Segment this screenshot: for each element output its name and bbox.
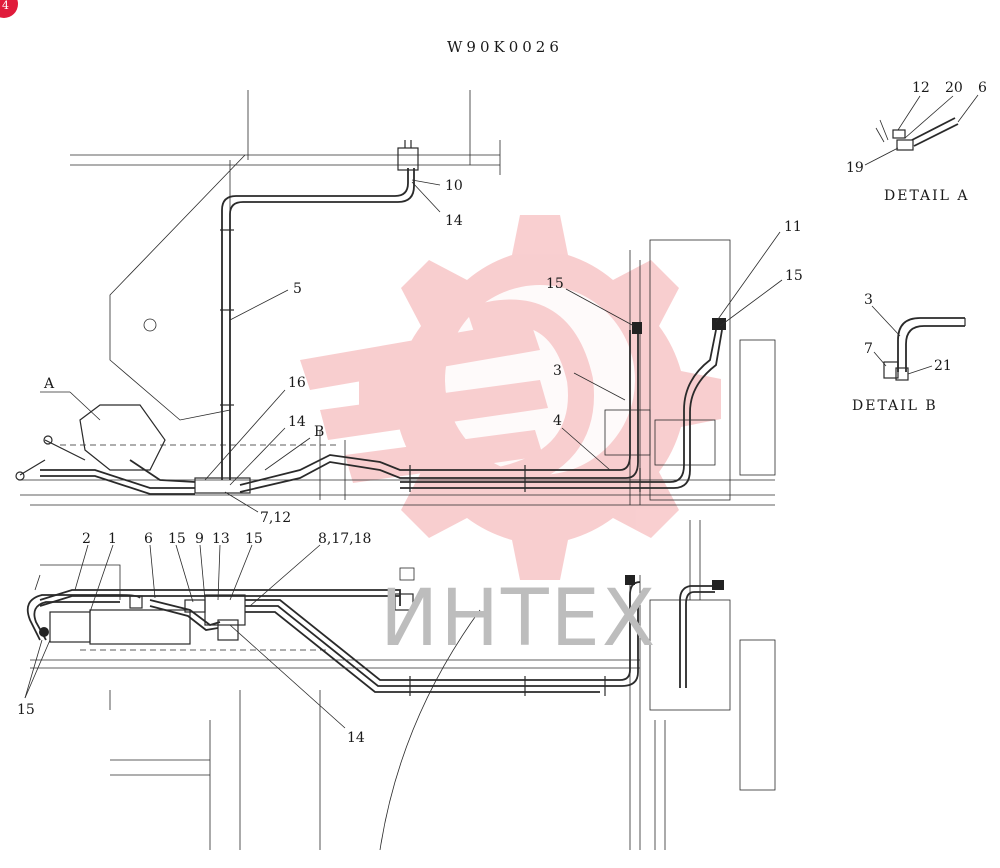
callout-10: 10 — [445, 178, 463, 194]
callout-3: 3 — [553, 363, 562, 379]
watermark-text: ИНТЕХ — [380, 574, 657, 664]
callout-9: 9 — [195, 531, 204, 547]
callout-5: 5 — [293, 281, 302, 297]
callout-4: 4 — [553, 413, 562, 429]
drawing-code: W90K0026 — [447, 38, 563, 56]
callout-B: B — [314, 424, 324, 440]
detail-b-callout-7: 7 — [864, 341, 873, 357]
callout-14-mid: 14 — [288, 414, 306, 430]
bottom-view-piping — [26, 575, 724, 696]
detail-b-callout-3: 3 — [864, 292, 873, 308]
callout-15-right: 15 — [785, 268, 803, 284]
callout-6: 6 — [144, 531, 153, 547]
callout-13: 13 — [212, 531, 230, 547]
detail-b: 3 7 21 DETAIL B — [852, 292, 966, 414]
top-view-frame — [20, 90, 776, 506]
detail-a-callout-20: 20 — [945, 80, 963, 96]
top-view-piping — [15, 140, 726, 495]
callout-14-bottom: 14 — [347, 730, 365, 746]
bottom-view-frame — [30, 520, 776, 851]
callout-11: 11 — [784, 219, 802, 235]
detail-b-callout-21: 21 — [934, 358, 952, 374]
detail-a-callout-19: 19 — [846, 160, 864, 176]
callout-1: 1 — [108, 531, 117, 547]
detail-b-label: DETAIL B — [852, 398, 938, 414]
callout-A: A — [43, 376, 55, 392]
svg-text:4: 4 — [2, 0, 9, 12]
detail-a: 12 20 6 19 DETAIL A — [846, 80, 987, 204]
callout-2: 2 — [82, 531, 91, 547]
corner-badge: 4 — [0, 0, 18, 18]
detail-a-label: DETAIL A — [884, 188, 970, 204]
callout-14-upper: 14 — [445, 213, 463, 229]
bottom-view-callouts: 2 1 6 15 9 13 15 8,17,18 15 14 — [17, 531, 371, 746]
callout-8-17-18: 8,17,18 — [318, 531, 371, 547]
callout-7-12: 7,12 — [260, 510, 291, 526]
callout-15-b3: 15 — [17, 702, 35, 718]
callout-15-b1: 15 — [168, 531, 186, 547]
top-view-callouts: 10 14 5 A 16 14 B 7,12 3 4 15 11 15 — [40, 178, 803, 526]
callout-15-left: 15 — [546, 276, 564, 292]
detail-a-callout-6: 6 — [978, 80, 987, 96]
detail-a-callout-12: 12 — [912, 80, 930, 96]
watermark-gear-logo — [300, 215, 721, 580]
callout-16: 16 — [288, 375, 306, 391]
callout-15-b2: 15 — [245, 531, 263, 547]
